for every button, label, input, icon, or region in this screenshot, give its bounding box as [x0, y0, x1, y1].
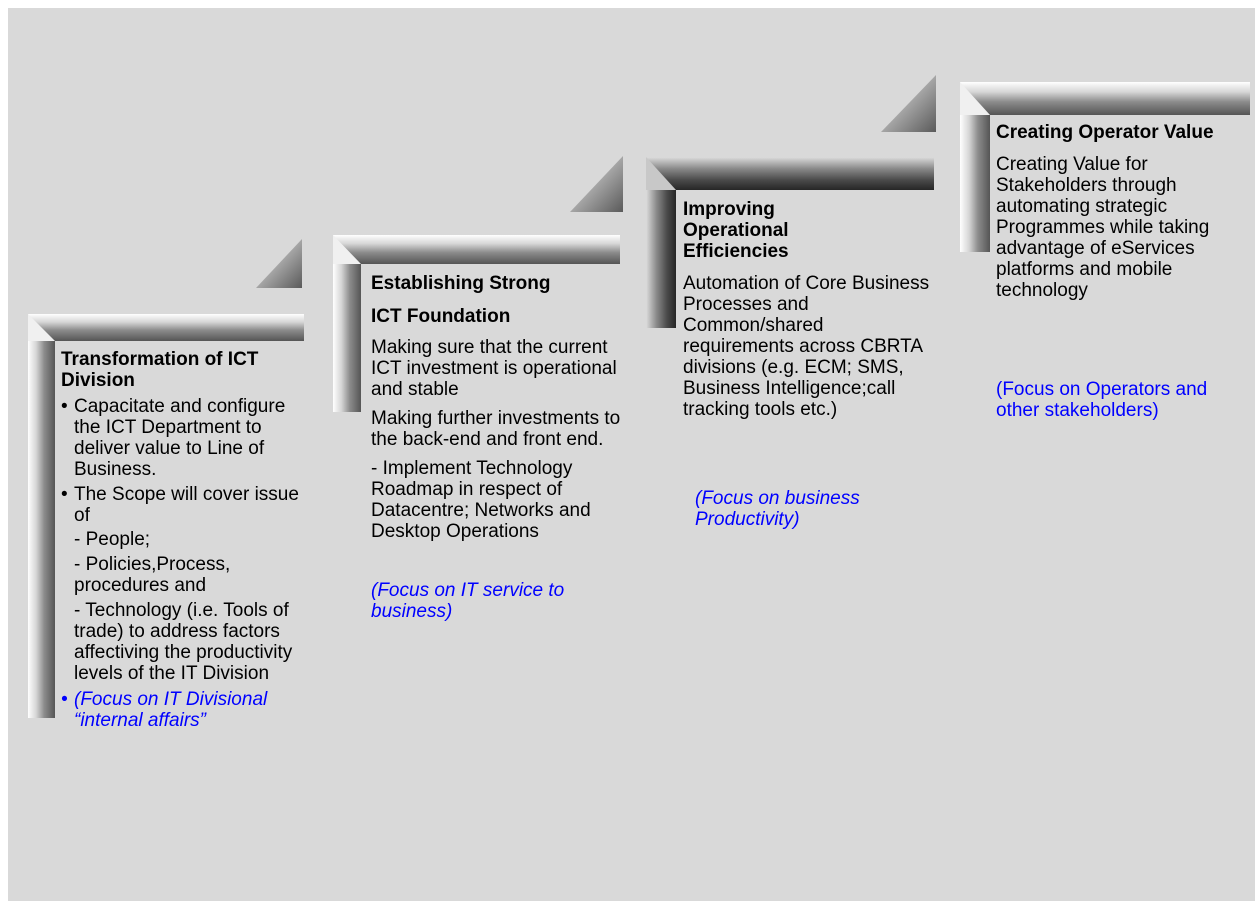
step1-bullet: Capacitate and configure the ICT Departm…	[61, 396, 306, 480]
step2-paragraph: Making sure that the current ICT investm…	[371, 337, 617, 400]
step1-sub-item: - Policies,Process, procedures and	[74, 554, 231, 596]
step1-triangle	[256, 239, 302, 288]
step2-focus: (Focus on IT service to business)	[371, 580, 565, 622]
step3-bracket	[646, 157, 934, 328]
diagram-canvas: Transformation of ICT Division Capacitat…	[8, 8, 1255, 901]
step2-title-line2: ICT Foundation	[371, 306, 511, 327]
step1-sub-item: - Technology (i.e. Tools of trade) to ad…	[74, 600, 293, 684]
step1-text: Transformation of ICT Division Capacitat…	[61, 349, 306, 731]
step4-focus: (Focus on Operators and other stakeholde…	[996, 379, 1208, 421]
step3-title: Improving Operational Efficiencies	[683, 199, 789, 262]
step2-triangle	[570, 156, 623, 212]
step4-title: Creating Operator Value	[996, 122, 1214, 143]
step1-sub-item: - People;	[74, 529, 151, 550]
step3-triangle	[881, 75, 936, 132]
step4-bracket	[960, 82, 1250, 252]
step1-bullet: The Scope will cover issue of	[61, 484, 306, 526]
step2-paragraph: Making further investments to the back-e…	[371, 408, 621, 450]
step4-body: Creating Value for Stakeholders through …	[996, 154, 1210, 301]
step2-title-line1: Establishing Strong	[371, 273, 551, 294]
step1-bracket	[28, 314, 304, 718]
staircase-graphic	[28, 75, 1250, 718]
step3-text: Improving Operational Efficiencies Autom…	[683, 199, 938, 530]
step3-focus: (Focus on business Productivity)	[695, 488, 860, 530]
step3-body: Automation of Core Business Processes an…	[683, 273, 930, 420]
step1-title: Transformation of ICT Division	[61, 349, 259, 391]
step2-paragraph: - Implement Technology Roadmap in respec…	[371, 458, 591, 542]
step2-bracket	[333, 235, 620, 412]
step2-text: Establishing Strong ICT Foundation Makin…	[371, 273, 623, 622]
step4-text: Creating Operator Value Creating Value f…	[996, 122, 1251, 421]
step1-focus: (Focus on IT Divisional “internal affair…	[61, 689, 306, 731]
